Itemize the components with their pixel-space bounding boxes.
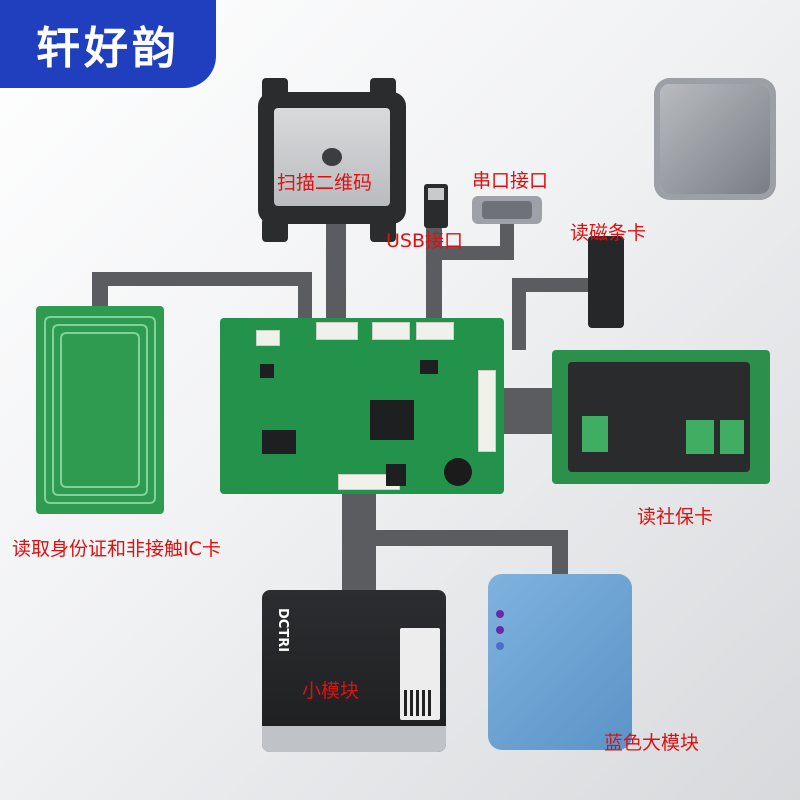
label-small-module: 小模块 bbox=[302, 680, 360, 702]
label-magstripe: 读磁条卡 bbox=[570, 222, 647, 244]
pcb-connector-4 bbox=[416, 322, 454, 340]
rfid-antenna-board bbox=[36, 306, 164, 514]
label-serial: 串口接口 bbox=[472, 170, 549, 192]
scanner-window bbox=[274, 108, 390, 206]
brand-banner: 轩好韵 bbox=[0, 0, 216, 88]
cable-mag-v bbox=[512, 278, 526, 350]
chip-decoration bbox=[660, 84, 770, 194]
barcode-scanner bbox=[258, 92, 406, 224]
pcb-buzzer bbox=[444, 458, 472, 486]
large-blue-module bbox=[488, 574, 632, 750]
cable-modules-h bbox=[376, 530, 566, 546]
blue-module-led-3 bbox=[496, 642, 504, 650]
antenna-coil-inner bbox=[60, 332, 140, 488]
magstripe-reader bbox=[588, 236, 624, 328]
small-module-qr bbox=[404, 690, 434, 716]
serial-connector-pins bbox=[482, 201, 532, 219]
serial-connector bbox=[472, 196, 542, 224]
card-socket-board bbox=[552, 350, 770, 484]
blue-module-led-1 bbox=[496, 610, 504, 618]
socket-pad-2 bbox=[686, 420, 714, 454]
pcb-ic-5 bbox=[260, 364, 274, 378]
cable-serial-h bbox=[440, 246, 514, 260]
label-social: 读社保卡 bbox=[637, 506, 714, 528]
small-module-base bbox=[262, 726, 446, 752]
card-socket-frame bbox=[568, 362, 750, 472]
pcb-main-ic bbox=[370, 400, 414, 440]
small-module-brand: DCTRI bbox=[275, 608, 290, 653]
cable-scanner bbox=[326, 222, 346, 322]
pcb-ic-3 bbox=[420, 360, 438, 374]
cable-usb bbox=[426, 226, 442, 322]
antenna-coil-outer bbox=[44, 316, 156, 504]
pcb-connector-2 bbox=[316, 322, 358, 340]
pcb-ic-4 bbox=[386, 464, 406, 486]
pcb-connector-1 bbox=[256, 330, 280, 346]
cable-antenna-h bbox=[92, 272, 312, 286]
usb-plug-metal bbox=[428, 188, 444, 200]
socket-pad-1 bbox=[582, 416, 608, 452]
socket-pad-3 bbox=[720, 420, 744, 454]
brand-name: 轩好韵 bbox=[36, 23, 180, 74]
blue-module-led-2 bbox=[496, 626, 504, 634]
label-large-module: 蓝色大模块 bbox=[604, 732, 700, 754]
label-scanner: 扫描二维码 bbox=[277, 172, 373, 194]
cable-mag-h bbox=[512, 278, 594, 292]
scanner-lens bbox=[322, 148, 342, 166]
pcb-connector-3 bbox=[372, 322, 410, 340]
label-idcard: 读取身份证和非接触IC卡 bbox=[12, 538, 221, 560]
antenna-coil-mid bbox=[52, 324, 148, 496]
pcb-connector-5 bbox=[478, 370, 496, 452]
label-usb: USB接口 bbox=[386, 230, 464, 252]
pcb-ic-2 bbox=[262, 430, 296, 454]
cable-modules-v bbox=[342, 490, 376, 592]
cable-large-v bbox=[552, 530, 568, 578]
cable-antenna-v2 bbox=[298, 272, 312, 322]
cable-socket bbox=[500, 388, 556, 434]
